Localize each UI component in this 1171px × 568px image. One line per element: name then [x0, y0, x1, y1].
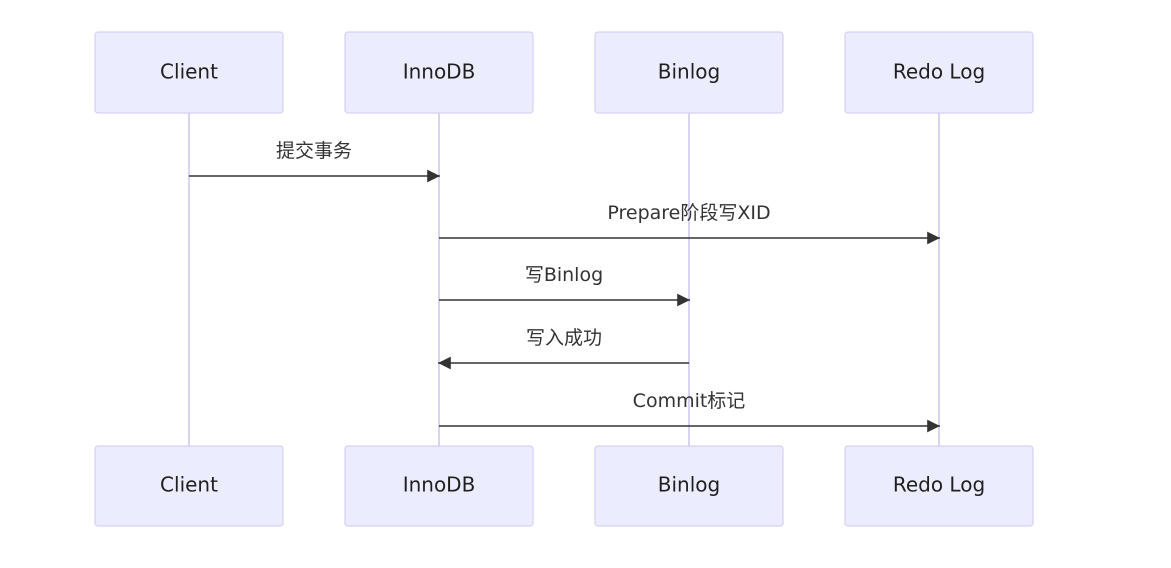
client-bottom-box: Client: [94, 445, 284, 527]
innodb-top-label: InnoDB: [403, 60, 476, 84]
binlog-bottom-box: Binlog: [594, 445, 784, 527]
binlog-top-label: Binlog: [658, 60, 720, 84]
redo-log-bottom-label: Redo Log: [893, 473, 985, 497]
message-3: 写Binlog: [439, 264, 690, 307]
client-bottom-label: Client: [160, 473, 218, 497]
message-2: Prepare阶段写XID: [439, 202, 940, 245]
message-5-label: Commit标记: [633, 390, 746, 412]
binlog-bottom-label: Binlog: [658, 473, 720, 497]
client-top-label: Client: [160, 60, 218, 84]
redo-log-top-label: Redo Log: [893, 60, 985, 84]
binlog-top-box: Binlog: [594, 31, 784, 114]
message-1: 提交事务: [189, 140, 440, 183]
client-top-box: Client: [94, 31, 284, 114]
redo-log-bottom-box: Redo Log: [844, 445, 1034, 527]
innodb-top-box: InnoDB: [344, 31, 534, 114]
message-3-label: 写Binlog: [525, 264, 603, 286]
message-1-label: 提交事务: [276, 140, 352, 162]
message-2-label: Prepare阶段写XID: [607, 202, 770, 224]
message-5: Commit标记: [439, 390, 940, 433]
innodb-bottom-label: InnoDB: [403, 473, 476, 497]
message-4: 写入成功: [438, 327, 689, 370]
message-4-label: 写入成功: [526, 327, 602, 349]
redo-log-top-box: Redo Log: [844, 31, 1034, 114]
innodb-bottom-box: InnoDB: [344, 445, 534, 527]
